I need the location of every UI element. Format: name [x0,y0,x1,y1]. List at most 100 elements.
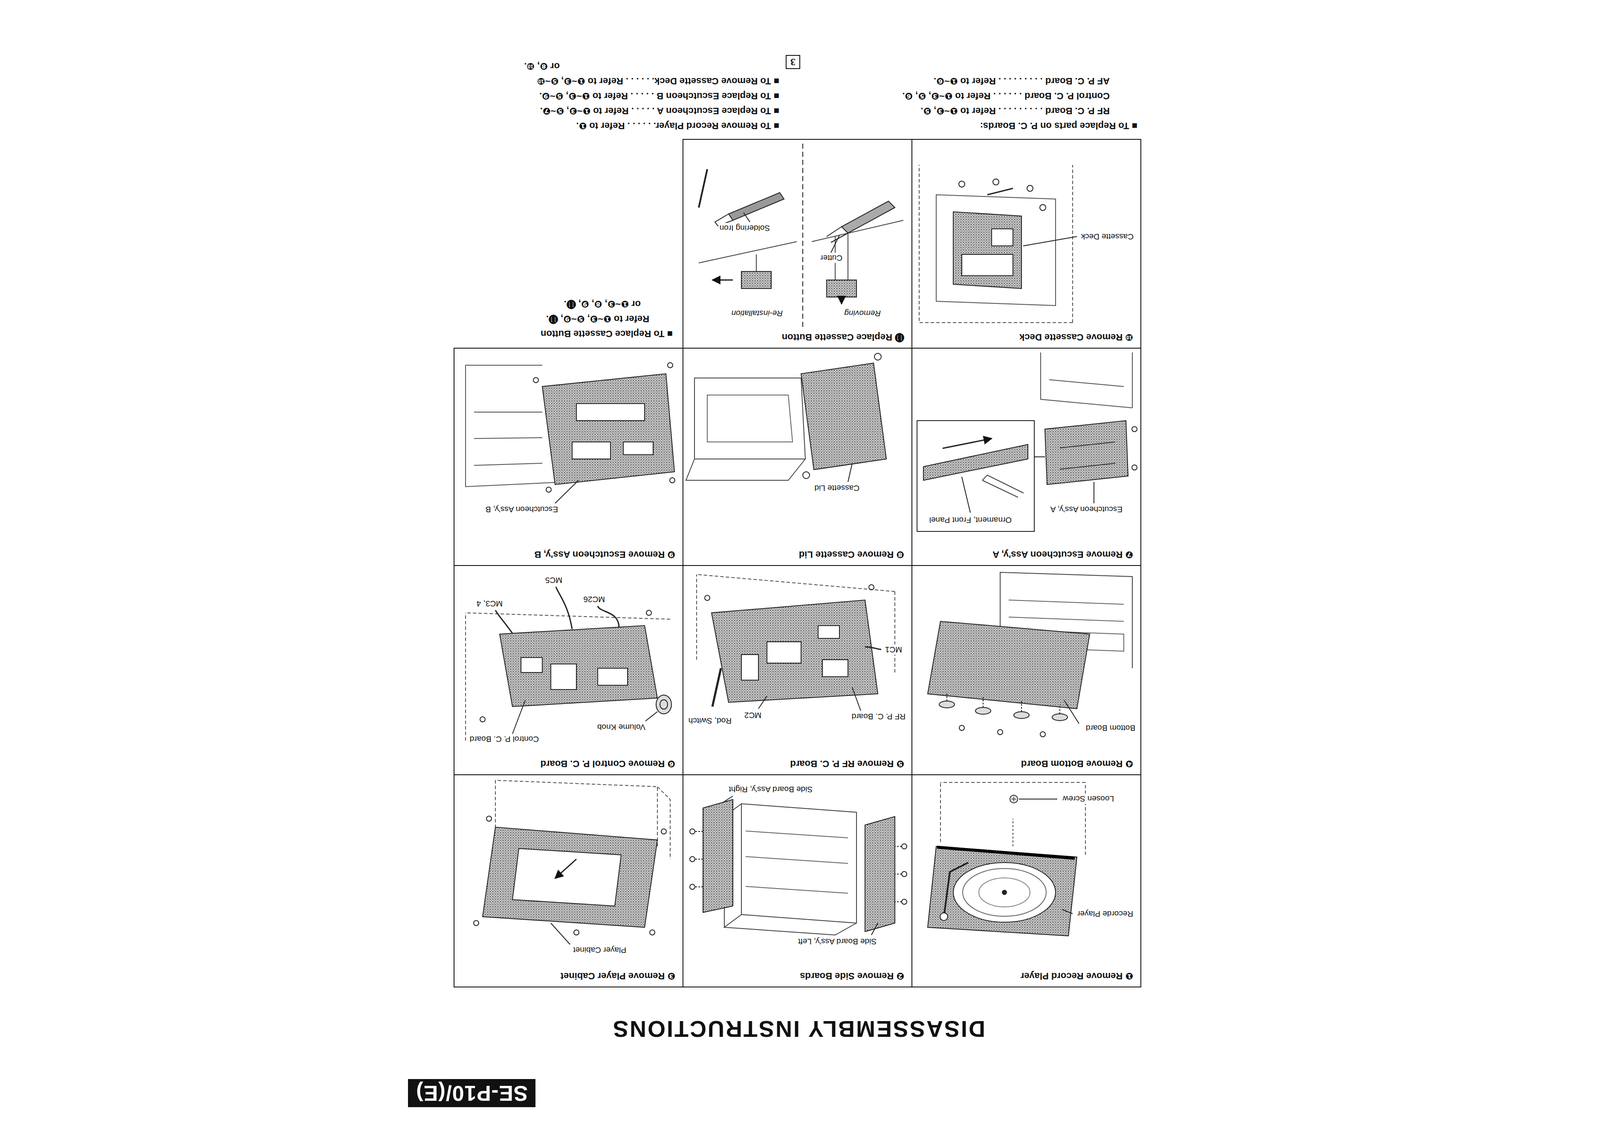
side-boards-drawing [894,846,902,903]
cassette-deck-drawing [1027,185,1033,192]
part-name: RF P. C. Board [850,711,907,722]
control-board-drawing [659,700,668,710]
player-cabinet-drawing [482,827,658,928]
procedure-note: ■ To Replace parts on P. C. Boards: [980,120,1138,132]
side-boards-drawing [901,899,907,905]
page-title: DISASSEMBLY INSTRUCTIONS [611,1016,986,1043]
player-cabinet-drawing [661,829,667,835]
escutcheon-b-drawing [465,365,556,487]
step-panel: ❽ Remove Cassette Lid [682,347,913,567]
escutcheon-a-drawing [1093,482,1095,504]
connector-name: MC5 [543,575,564,586]
escutcheon-b-drawing [576,403,645,421]
part-name: Bottom Board [1084,723,1137,734]
step-heading: ❺ Remove RF P. C. Board [788,758,906,770]
record-player-drawing [927,846,1077,937]
escutcheon-a-drawing [982,475,1024,498]
cassette-lid-drawing [801,363,887,470]
escutcheon-b-drawing [623,442,654,455]
part-name: Escutcheon Ass'y, A [1049,504,1124,515]
control-board-drawing [645,711,658,722]
rf-board-drawing [712,668,721,707]
bottom-board-drawing [1013,711,1030,719]
escutcheon-b-drawing [546,487,552,493]
record-player-drawing [1018,798,1058,800]
cassette-button-drawing [743,212,750,223]
part-name: Escutcheon Ass'y, B [484,504,560,515]
part-name: Loosen Screw [1061,793,1116,805]
cassette-button-drawing [826,280,857,298]
control-board-drawing [495,610,513,634]
escutcheon-a-drawing [961,477,971,513]
escutcheon-b-drawing [572,442,611,460]
rf-board-drawing [704,595,710,601]
procedure-note: ■ To Remove Record Player. . . . . . Ref… [575,120,780,132]
procedure-note: ■ To Replace Cassette Button [540,328,673,340]
cassette-lid-drawing [707,395,793,443]
control-board-drawing [597,668,628,686]
control-board-drawing [550,664,577,690]
escutcheon-a-drawing [923,444,1028,481]
escutcheon-a-drawing [1131,426,1138,432]
bottom-board-drawing [946,693,1060,715]
rf-board-drawing [766,642,802,664]
rf-board-drawing [868,584,874,591]
cassette-deck-drawing [919,164,1077,323]
procedure-note: AF P. C. Board . . . . . . . . . Refer t… [933,75,1110,87]
record-player-drawing [1009,795,1018,804]
cassette-button-drawing [728,192,785,221]
cassette-deck-drawing [992,179,999,186]
side-boards-drawing [724,804,857,936]
control-board-drawing [499,625,658,707]
cassette-deck-drawing [936,194,1056,306]
model-tag: SE-P10/(E) [407,1079,536,1108]
procedure-note: Refer to ❶~❸, ❺~❾, ⓫. [546,313,650,325]
record-player-drawing [1061,909,1073,915]
step-heading: ❿ Remove Cassette Deck [1018,331,1135,343]
bottom-board-drawing [1040,732,1046,738]
side-boards-drawing [871,923,878,936]
escutcheon-b-drawing [667,362,673,368]
cassette-button-drawing [755,254,757,272]
procedure-note: or ❽, ❿. [523,60,560,72]
side-boards-drawing [689,829,695,835]
bottom-board-drawing [939,701,955,709]
record-player-drawing [940,913,948,921]
player-cabinet-drawing [555,859,577,879]
escutcheon-b-drawing [542,373,675,485]
cassette-button-drawing [698,143,904,327]
step-panel: ❷ Remove Side Boards [682,774,913,988]
record-player-drawing [943,862,969,918]
player-cabinet-drawing [573,930,579,936]
step-panel: ❹ Remove Bottom Board [911,565,1142,776]
connector-name: MC3, 4 [475,598,504,609]
record-player-drawing [1002,890,1007,895]
cassette-deck-drawing [1023,236,1077,246]
control-board-drawing [520,657,543,673]
step-heading: ❻ Remove Control P. C. Board [539,758,678,770]
part-name: Cassette Deck [1079,231,1135,242]
side-boards-drawing [694,831,704,888]
cassette-deck-drawing [961,254,1013,276]
rf-board-drawing [758,696,767,709]
step-heading: ❹ Remove Bottom Board [1019,758,1135,770]
escutcheon-a-drawing [1059,442,1116,470]
step-panel: ❿ Remove Cassette Deck [911,138,1142,349]
part-name: Soldering Iron [718,222,772,234]
control-board-drawing [555,587,573,630]
side-boards-drawing [901,871,907,877]
step-caption: Removing [842,308,883,319]
step-panel: ❺ Remove RF P. C. Board [682,565,913,776]
player-cabinet-drawing [473,920,479,926]
rf-board-drawing [865,647,882,650]
bottom-board-drawing [1064,700,1080,724]
cassette-button-drawing [712,279,733,281]
procedure-note: ■ To Replace Escutcheon A . . . . . Refe… [540,105,780,117]
part-name: Player Cabinet [571,945,628,956]
step-caption: Re-installation [730,308,785,319]
escutcheon-a-drawing [1034,456,1045,458]
